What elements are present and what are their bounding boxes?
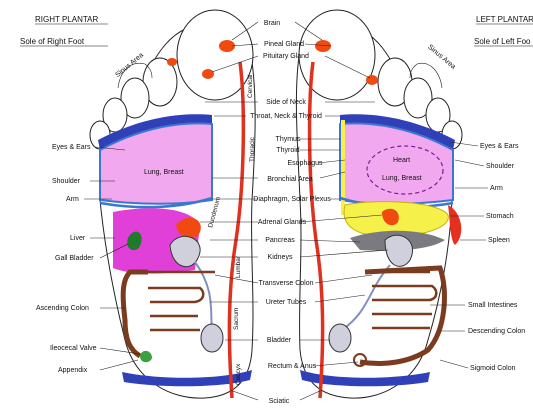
label-lung-breast-left: Lung, Breast	[382, 175, 422, 182]
left-bladder	[329, 324, 351, 352]
label-stomach: Stomach	[486, 213, 514, 220]
label-eyes-ears-left: Eyes & Ears	[480, 143, 519, 150]
label-pituitary-gland: Pituitary Gland	[263, 53, 309, 60]
label-arm-left: Arm	[490, 185, 503, 192]
label-descending-colon: Descending Colon	[468, 328, 525, 335]
label-thyroid: Thyroid	[276, 147, 299, 154]
spine-label-sacrum: Sacrum	[233, 308, 240, 330]
label-lung-breast-right: Lung, Breast	[144, 169, 184, 176]
spine-label-coccyx: Coccyx	[235, 363, 242, 385]
label-ascending-colon: Ascending Colon	[36, 305, 89, 312]
label-eyes-ears-right: Eyes & Ears	[52, 144, 91, 151]
label-diaphragm: Diaphragm, Solar Plexus	[253, 196, 331, 203]
right-plantar-heading: RIGHT PLANTAR	[35, 15, 98, 24]
right-pituitary-gland	[202, 69, 214, 79]
label-sinus-area-left: Sinus Area	[426, 44, 457, 71]
label-esophagus: Esophagus	[287, 160, 323, 167]
label-ureter-tubes: Ureter Tubes	[266, 299, 307, 306]
label-rectum-anus: Rectum & Anus	[268, 363, 317, 370]
label-adrenal-glands: Adrenal Glands	[258, 219, 307, 226]
label-appendix: Appendix	[58, 367, 88, 374]
label-kidneys: Kidneys	[268, 254, 293, 261]
label-heart: Heart	[393, 157, 410, 164]
label-small-intestines: Small Intestines	[468, 302, 518, 309]
label-ileocecal-valve: Ileocecal Valve	[50, 345, 97, 352]
label-liver: Liver	[70, 235, 86, 242]
spine-label-cervical: Cervical	[247, 74, 254, 98]
label-gall-bladder: Gall Bladder	[55, 255, 94, 262]
label-sinus-area-right: Sinus Area	[114, 52, 145, 79]
label-side-of-neck: Side of Neck	[266, 99, 306, 106]
sole-left-heading: Sole of Left Foo	[474, 37, 531, 46]
label-shoulder-right: Shoulder	[52, 178, 81, 185]
sole-right-heading: Sole of Right Foot	[20, 37, 85, 46]
label-brain: Brain	[264, 20, 280, 27]
label-arm-right: Arm	[66, 196, 79, 203]
left-pituitary-gland	[366, 75, 378, 85]
label-sciatic: Sciatic	[269, 398, 290, 405]
label-pineal-gland: Pineal Gland	[264, 41, 304, 48]
label-throat-neck-thyroid: Throat, Neck & Thyroid	[250, 113, 322, 120]
label-bronchial-area: Bronchial Area	[267, 176, 313, 183]
right-toe-gland	[167, 58, 177, 66]
left-plantar-heading: LEFT PLANTAR	[476, 15, 533, 24]
label-bladder: Bladder	[267, 337, 292, 344]
label-thymus: Thymus	[276, 136, 301, 143]
label-sigmoid-colon: Sigmoid Colon	[470, 365, 516, 372]
spine-label-lumbar: Lumbar	[235, 255, 242, 278]
label-spleen: Spleen	[488, 237, 510, 244]
spine-label-thoracic: Thoracic	[249, 136, 256, 162]
right-bladder	[201, 324, 223, 352]
label-transverse-colon: Transverse Colon	[259, 280, 314, 287]
label-shoulder-left: Shoulder	[486, 163, 515, 170]
label-pancreas: Pancreas	[265, 237, 295, 244]
spleen-zone	[448, 205, 461, 245]
